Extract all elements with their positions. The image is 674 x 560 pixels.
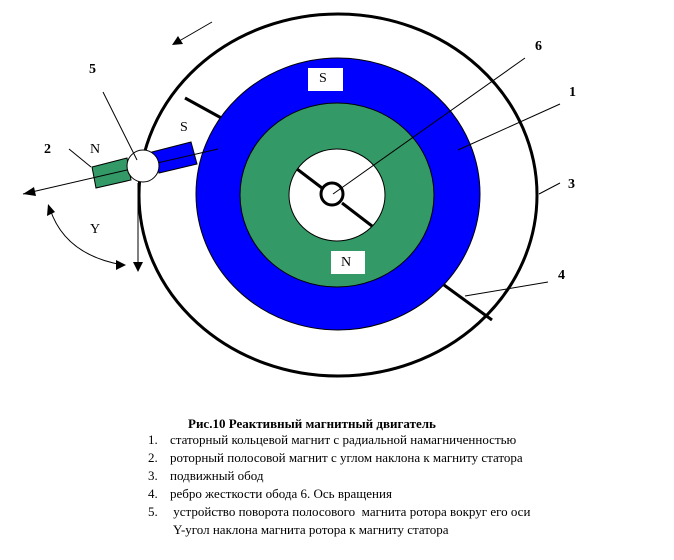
stator-n-box [331,251,365,274]
legend-text: подвижный обод [170,468,264,483]
stator-s-label: S [319,71,327,86]
angle-arc-head-top [47,204,55,216]
stator-s-box [308,68,343,91]
label-5: 5 [89,62,96,77]
rotation-device-5 [126,149,160,183]
legend-num: 5. [148,504,158,519]
legend-num: 4. [148,486,158,501]
legend-note: Y-угол наклона магнита ротора к магниту … [173,522,449,537]
rim-rib-4 [443,283,493,322]
legend-text: статорный кольцевой магнит с радиальной … [170,432,517,447]
angle-arc [49,208,124,266]
leader-4 [464,281,549,297]
leader-6 [332,57,526,195]
leader-2 [68,148,92,168]
legend-text: устройство поворота полосового магнита р… [170,504,531,519]
label-4: 4 [558,268,565,283]
stator-n-label: N [341,255,352,270]
leader-3 [538,182,561,195]
rotor-s-label: S [180,120,188,135]
legend-num: 2. [148,450,158,465]
legend-num: 3. [148,468,158,483]
leader-1 [457,103,561,151]
arrow-head-down [133,262,143,272]
legend-text: ребро жесткости обода 6. Ось вращения [170,486,392,501]
arrow-head-left [23,187,36,196]
rotor-magnet-n [91,157,132,189]
label-6: 6 [535,39,542,54]
leader-5 [102,91,138,161]
rim-3 [137,12,539,378]
rotor-n-label: N [90,142,101,157]
rotor-magnet-axis [22,148,219,195]
figure-caption: Рис.10 Реактивный магнитный двигатель [188,416,436,431]
legend-num: 1. [148,432,158,447]
label-2: 2 [44,142,51,157]
legend-text: роторный полосовой магнит с углом наклон… [170,450,523,465]
rotation-axis-6 [319,181,345,207]
rim-rib-upper [184,96,226,122]
hub-spoke [341,201,373,228]
rotation-direction-head [172,36,183,45]
angle-arc-head-bottom [116,260,126,270]
angle-label: Y [90,222,101,237]
label-3: 3 [568,177,575,192]
hub-spoke [296,167,323,190]
label-1: 1 [569,85,576,100]
